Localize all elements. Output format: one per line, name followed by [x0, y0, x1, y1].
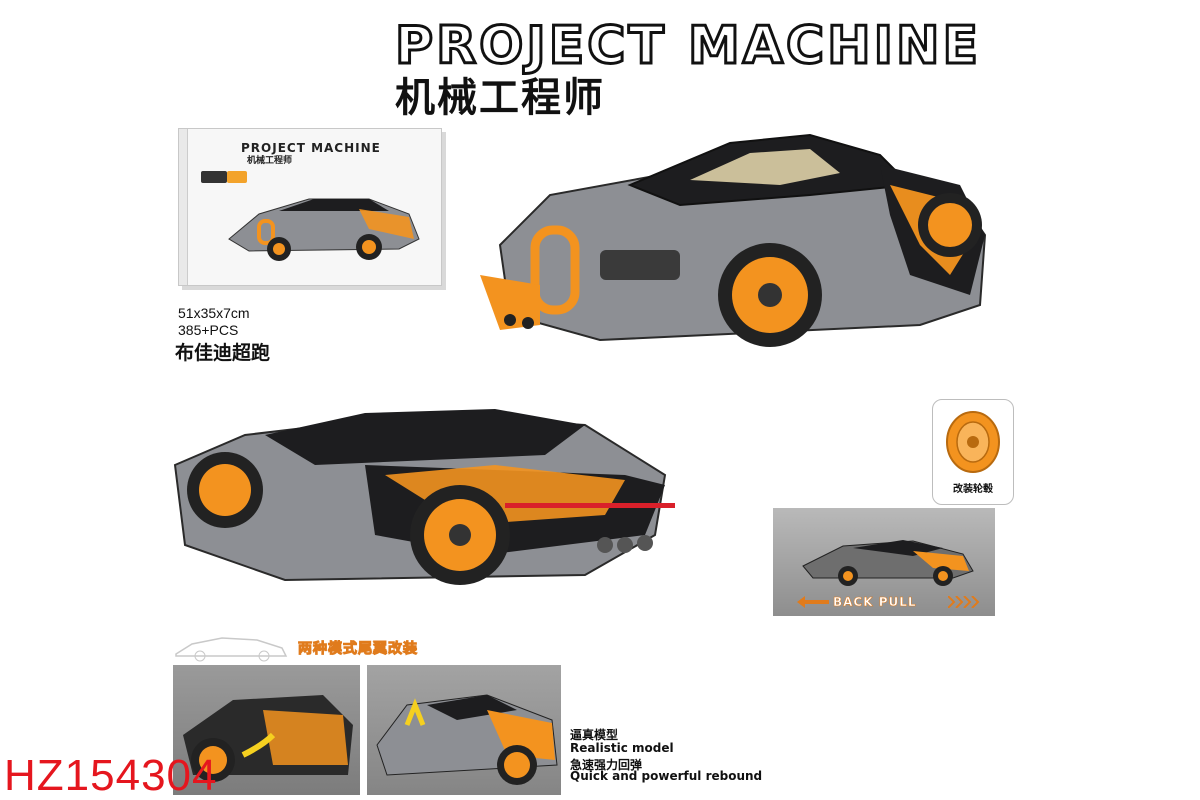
page-title: PROJECT MACHINE — [394, 16, 982, 76]
back-pull-car-image — [802, 540, 974, 586]
arrow-left-icon — [797, 596, 829, 608]
back-pull-panel: BACK PULL — [773, 508, 995, 616]
car-outline-icon — [175, 637, 288, 662]
spec-model-name: 布佳迪超跑 — [175, 342, 271, 364]
box-badge-accent — [227, 171, 247, 183]
wing-mode-car-2 — [376, 694, 558, 785]
box-subtitle: 机械工程师 — [247, 156, 293, 166]
car-rear-image — [173, 409, 675, 585]
wing-modification-label: 两种模式尾翼改装 — [298, 641, 418, 658]
box-side — [179, 129, 188, 285]
wheel-hub-icon — [946, 411, 1000, 473]
wing-mode-car-1 — [183, 695, 353, 782]
product-box: PROJECT MACHINE 机械工程师 — [178, 128, 442, 286]
box-car-image — [228, 198, 420, 261]
chevron-right-icon — [948, 596, 980, 608]
custom-wheel-label: 改装轮毂 — [953, 484, 993, 495]
box-badge — [201, 171, 227, 183]
car-front-image — [480, 133, 987, 347]
feature-realistic-en: Realistic model — [570, 741, 674, 755]
item-code: HZ154304 — [4, 751, 218, 800]
wing-mode-photo-2 — [367, 665, 561, 795]
wing-mode-photo-1 — [173, 665, 360, 795]
feature-rebound-en: Quick and powerful rebound — [570, 769, 763, 783]
spec-pieces: 385+PCS — [178, 322, 239, 338]
back-pull-label: BACK PULL — [833, 595, 917, 610]
spec-dimensions: 51x35x7cm — [178, 305, 250, 321]
custom-wheel-panel: 改装轮毂 — [932, 399, 1014, 505]
feature-rebound-cn: 急速强力回弹 — [570, 758, 643, 772]
box-title: PROJECT MACHINE — [241, 141, 381, 155]
feature-realistic-cn: 逼真模型 — [570, 728, 619, 742]
page-subtitle: 机械工程师 — [395, 75, 605, 121]
